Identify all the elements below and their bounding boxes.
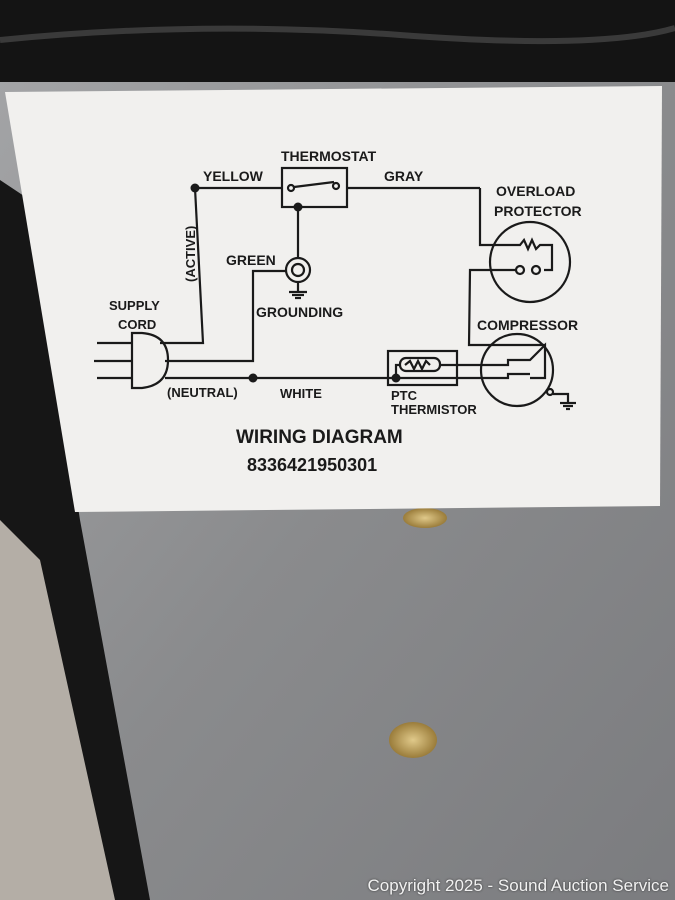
- supply-label-1: SUPPLY: [109, 298, 160, 313]
- screw-hole: [389, 722, 437, 758]
- compressor-label: COMPRESSOR: [477, 317, 578, 333]
- ptc-label-2: THERMISTOR: [391, 402, 477, 417]
- neutral-wire-label: (NEUTRAL): [167, 385, 238, 400]
- active-wire-label: (ACTIVE): [183, 226, 198, 282]
- overload-label-1: OVERLOAD: [496, 183, 575, 199]
- screw-hole: [403, 508, 447, 528]
- overload-label-2: PROTECTOR: [494, 203, 582, 219]
- copyright-watermark: Copyright 2025 - Sound Auction Service: [367, 876, 669, 895]
- circuit-lines: [94, 166, 576, 411]
- frame-edge: [0, 180, 150, 900]
- grounding-label: GROUNDING: [256, 304, 343, 320]
- thermostat-label: THERMOSTAT: [281, 148, 377, 164]
- ptc-label-1: PTC: [391, 388, 418, 403]
- diagram-title: WIRING DIAGRAM: [236, 427, 403, 448]
- white-wire-label: WHITE: [280, 386, 322, 401]
- yellow-wire-label: YELLOW: [203, 168, 264, 184]
- green-wire-label: GREEN: [226, 252, 276, 268]
- wiring-label: THERMOSTAT YELLOW GRAY OVERLOAD PROTECTO…: [5, 86, 662, 512]
- part-number: 8336421950301: [247, 455, 377, 475]
- supply-label-2: CORD: [118, 317, 156, 332]
- gray-wire-label: GRAY: [384, 168, 424, 184]
- junction-dots: [190, 183, 401, 383]
